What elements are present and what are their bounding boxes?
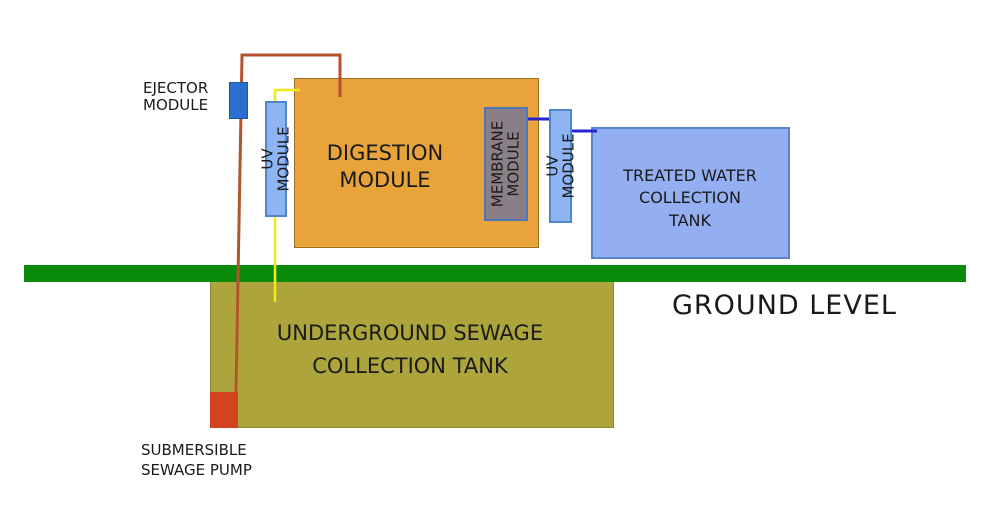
uv-module-right-label: UV MODULE — [542, 133, 577, 199]
membrane-module-label: MEMBRANE MODULE — [488, 120, 522, 208]
underground-sewage-tank — [210, 265, 614, 428]
digestion-label: DIGESTION MODULE — [326, 141, 444, 193]
sewage-pump-pipe — [234, 53, 342, 393]
uv-module-left-label: UV MODULE — [258, 126, 292, 192]
uv-return-pipe — [273, 88, 300, 302]
ground-level-line — [24, 265, 966, 282]
ejector-label: EJECTOR MODULE — [143, 79, 209, 115]
treated-tank-label: TREATED WATER COLLECTION TANK — [623, 166, 757, 230]
uv-module-right: UV MODULE — [543, 109, 577, 223]
treated-water-tank — [591, 127, 790, 259]
membrane-module: MEMBRANE MODULE — [484, 107, 528, 221]
ejector-module — [229, 82, 248, 119]
submersible-pump — [210, 392, 238, 428]
pump-label: SUBMERSIBLE SEWAGE PUMP — [141, 441, 252, 480]
uv-module-left: UV MODULE — [258, 101, 292, 217]
underground-tank-label: UNDERGROUND SEWAGE COLLECTION TANK — [276, 321, 544, 378]
ground-level-label: GROUND LEVEL — [672, 290, 897, 321]
